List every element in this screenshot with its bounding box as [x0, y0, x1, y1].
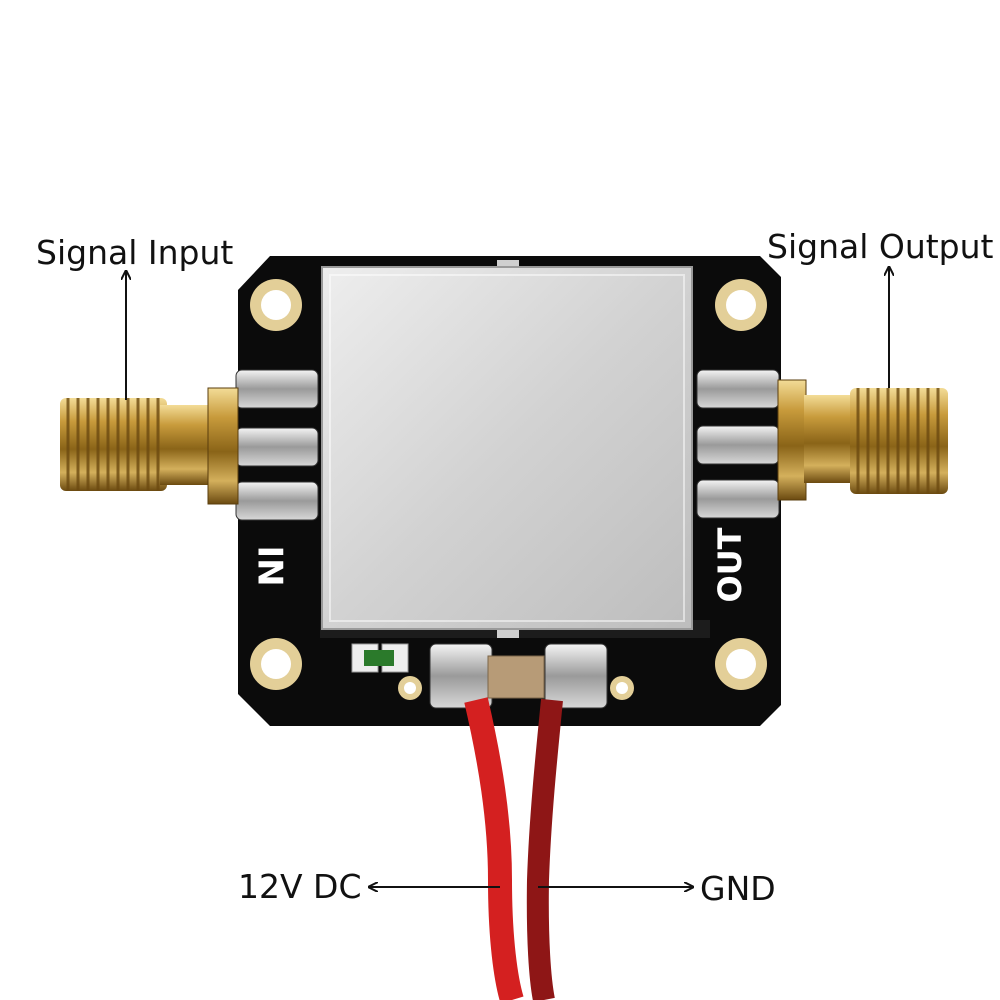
sma-connector-icon [777, 379, 948, 501]
mounting-hole-bottom-right [715, 638, 767, 690]
mounting-holes [250, 279, 767, 700]
input-solder-pins [235, 369, 319, 521]
sma-connector-icon [60, 387, 239, 505]
wire-gnd [526, 698, 563, 1000]
mounting-hole-bottom-left [250, 638, 302, 690]
small-pad-right [610, 676, 634, 700]
power-solder-joint [429, 643, 608, 709]
wire-12v [464, 697, 524, 1000]
power-label: 12V DC [238, 867, 362, 906]
signal-output-label: Signal Output [767, 227, 994, 266]
silkscreen-in-label: IN [250, 545, 290, 586]
power-wires [464, 697, 563, 1000]
annotation-arrows [126, 268, 889, 887]
ground-label: GND [700, 869, 776, 908]
mounting-hole-top-right [715, 279, 767, 331]
signal-input-label: Signal Input [36, 233, 234, 272]
rf-shield-can [321, 260, 693, 638]
mounting-hole-top-left [250, 279, 302, 331]
led-indicator-icon [351, 643, 409, 673]
output-solder-pins [696, 369, 780, 519]
small-pad-left [398, 676, 422, 700]
silkscreen-out-label: OUT [711, 527, 749, 602]
